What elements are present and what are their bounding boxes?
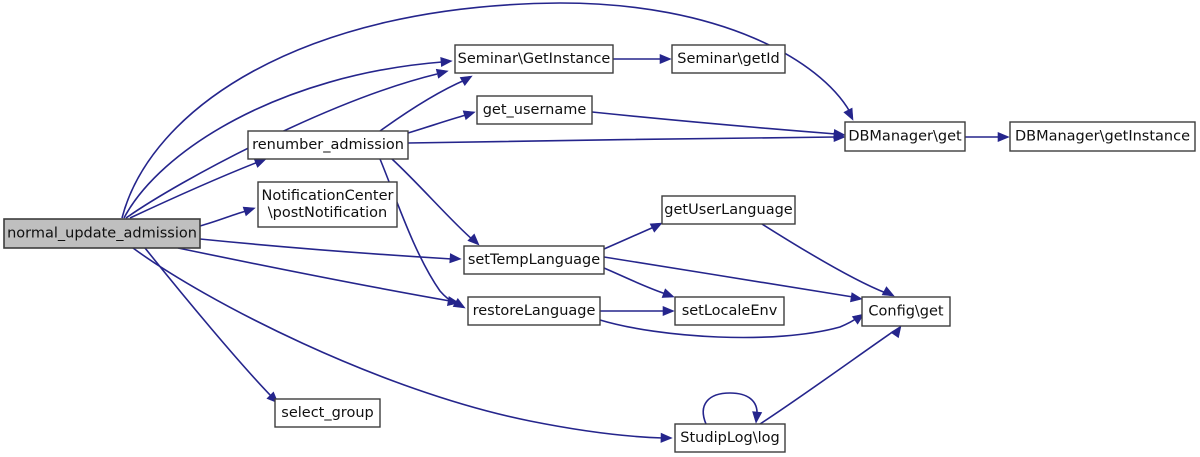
node-box[interactable] bbox=[661, 195, 796, 225]
node-label: get_username bbox=[483, 102, 587, 118]
node-box[interactable] bbox=[247, 130, 409, 160]
edge-seminar_getinstance-to-seminar_getid bbox=[613, 53, 672, 65]
nodes-layer: normal_update_admission renumber_admissio… bbox=[3, 44, 1196, 453]
edge-settemplanguage-to-setlocaleenv bbox=[603, 267, 675, 298]
edge-renumber_admission-to-get_username bbox=[407, 110, 476, 134]
node-setlocaleenv[interactable]: setLocaleEnv bbox=[674, 296, 785, 326]
node-dbmanager_get[interactable]: DBManager\get bbox=[844, 121, 966, 152]
node-box[interactable] bbox=[463, 245, 605, 275]
node-label: normal_update_admission bbox=[7, 226, 197, 242]
edge-restorelanguage-to-config_get bbox=[599, 313, 865, 339]
node-normal_update_admission[interactable]: normal_update_admission bbox=[3, 218, 201, 249]
edge-get_username-to-dbmanager_get bbox=[591, 111, 846, 140]
node-label: restoreLanguage bbox=[473, 303, 596, 319]
arrowhead-icon bbox=[440, 56, 453, 68]
arrowhead-icon bbox=[449, 253, 462, 264]
arrowhead-icon bbox=[660, 432, 673, 443]
node-box[interactable] bbox=[1009, 121, 1196, 152]
edges-layer bbox=[121, 2, 1010, 443]
node-label: setTempLanguage bbox=[468, 252, 600, 268]
node-box[interactable] bbox=[274, 398, 381, 428]
edge-normal_update_admission-to-studiplog_log bbox=[132, 247, 673, 443]
arrowhead-icon bbox=[752, 411, 763, 424]
arrowhead-icon bbox=[851, 313, 865, 325]
node-dbmanager_getinstance[interactable]: DBManager\getInstance bbox=[1009, 121, 1196, 152]
node-box[interactable] bbox=[476, 95, 593, 125]
arrowhead-icon bbox=[462, 110, 476, 121]
node-label: NotificationCenter bbox=[261, 188, 393, 204]
node-box[interactable] bbox=[674, 296, 785, 326]
arrowhead-icon bbox=[890, 325, 902, 339]
node-box[interactable] bbox=[861, 296, 951, 327]
edge-normal_update_admission-to-seminar_getinstance bbox=[123, 56, 453, 219]
arrowhead-icon bbox=[997, 131, 1010, 143]
node-config_get[interactable]: Config\get bbox=[861, 296, 951, 327]
arrowhead-icon bbox=[850, 292, 863, 303]
node-label: Seminar\getId bbox=[677, 51, 780, 67]
node-box[interactable] bbox=[674, 423, 786, 453]
arrowhead-icon bbox=[843, 107, 854, 121]
edge-renumber_admission-to-settemplanguage bbox=[391, 158, 480, 246]
node-studiplog_log[interactable]: StudipLog\log bbox=[674, 423, 786, 453]
edge-renumber_admission-to-seminar_getinstance bbox=[379, 75, 473, 132]
node-label: StudipLog\log bbox=[680, 430, 779, 446]
arrowhead-icon bbox=[242, 206, 256, 217]
node-box[interactable] bbox=[454, 44, 614, 74]
node-box[interactable] bbox=[467, 296, 601, 326]
node-label: select_group bbox=[281, 405, 373, 421]
node-label: getUserLanguage bbox=[664, 202, 792, 218]
node-label: setLocaleEnv bbox=[682, 303, 778, 319]
node-label: DBManager\get bbox=[848, 129, 962, 145]
node-get_username[interactable]: get_username bbox=[476, 95, 593, 125]
arrowhead-icon bbox=[435, 68, 449, 79]
edge-normal_update_admission-to-dbmanager_get bbox=[121, 2, 854, 219]
arrowhead-icon bbox=[459, 75, 473, 87]
edge-renumber_admission-to-dbmanager_get bbox=[407, 131, 846, 144]
node-seminar_getinstance[interactable]: Seminar\GetInstance bbox=[454, 44, 614, 74]
node-restorelanguage[interactable]: restoreLanguage bbox=[467, 296, 601, 326]
edge-settemplanguage-to-getuserlanguage bbox=[603, 222, 663, 250]
edge-dbmanager_get-to-dbmanager_getinstance bbox=[964, 131, 1010, 143]
node-label: Config\get bbox=[868, 304, 944, 320]
edge-normal_update_admission-to-notificationcenter_postnotification bbox=[199, 206, 256, 227]
edge-settemplanguage-to-config_get bbox=[603, 256, 863, 303]
arrowhead-icon bbox=[659, 53, 672, 65]
arrowhead-icon bbox=[833, 128, 846, 140]
edge-normal_update_admission-to-select_group bbox=[144, 247, 279, 404]
arrowhead-icon bbox=[452, 297, 466, 309]
edge-restorelanguage-to-setlocaleenv bbox=[600, 305, 675, 317]
arrowhead-icon bbox=[881, 286, 895, 297]
arrowhead-icon bbox=[467, 233, 480, 246]
arrowhead-icon bbox=[662, 305, 675, 317]
node-notificationcenter_postnotification[interactable]: NotificationCenter\postNotification bbox=[257, 181, 398, 228]
edge-studiplog_log-to-config_get bbox=[759, 325, 902, 425]
node-seminar_getid[interactable]: Seminar\getId bbox=[671, 44, 786, 74]
node-settemplanguage[interactable]: setTempLanguage bbox=[463, 245, 605, 275]
node-select_group[interactable]: select_group bbox=[274, 398, 381, 428]
node-box[interactable] bbox=[844, 121, 966, 152]
edge-getuserlanguage-to-config_get bbox=[761, 223, 895, 297]
node-label: renumber_admission bbox=[252, 137, 404, 153]
node-box[interactable] bbox=[3, 218, 201, 249]
node-renumber_admission[interactable]: renumber_admission bbox=[247, 130, 409, 160]
node-label: \postNotification bbox=[268, 205, 387, 221]
node-box[interactable] bbox=[257, 181, 398, 228]
edge-studiplog_log-to-studiplog_log bbox=[702, 392, 763, 425]
arrowhead-icon bbox=[649, 222, 663, 233]
arrowhead-icon bbox=[661, 288, 675, 298]
node-label: Seminar\GetInstance bbox=[458, 51, 611, 67]
node-label: DBManager\getInstance bbox=[1015, 129, 1190, 145]
node-box[interactable] bbox=[671, 44, 786, 74]
node-getuserlanguage[interactable]: getUserLanguage bbox=[661, 195, 796, 225]
